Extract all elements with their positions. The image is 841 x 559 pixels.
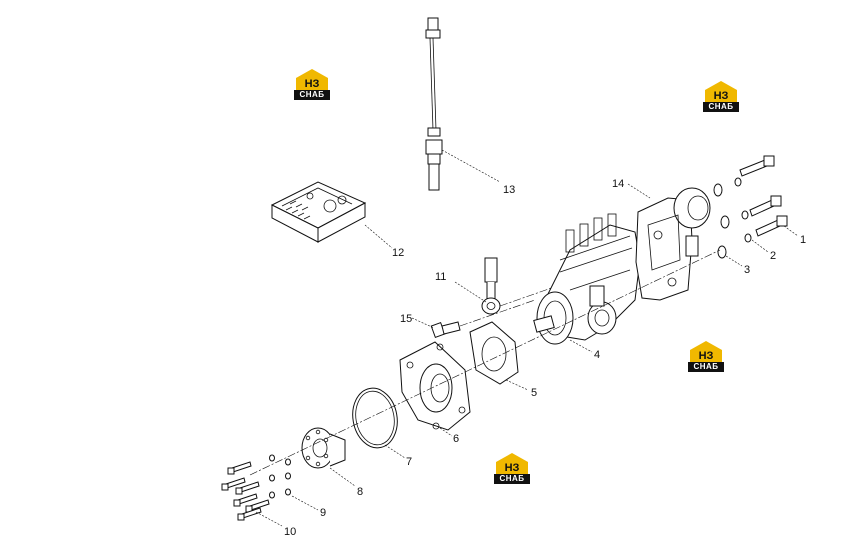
- watermark-logo: НЗ СНАБ: [703, 80, 739, 112]
- watermark-logo: НЗ СНАБ: [688, 340, 724, 372]
- callout-7: 7: [406, 456, 412, 468]
- callout-8: 8: [357, 486, 363, 498]
- part-15-bolt[interactable]: [430, 321, 461, 338]
- callout-3: 3: [744, 264, 750, 276]
- watermark-text: СНАБ: [294, 90, 330, 100]
- callout-9: 9: [320, 507, 326, 519]
- part-12-control-unit[interactable]: [270, 181, 367, 243]
- callout-5: 5: [531, 387, 537, 399]
- house-mark-icon: НЗ: [296, 69, 328, 90]
- svg-text:НЗ: НЗ: [714, 90, 729, 102]
- callout-4: 4: [594, 349, 600, 361]
- callout-1: 1: [800, 234, 806, 246]
- watermark-text: СНАБ: [494, 474, 530, 484]
- callout-6: 6: [453, 433, 459, 445]
- part-11-banjo-fitting[interactable]: [481, 257, 501, 315]
- part-4-injection-pump[interactable]: [533, 213, 641, 345]
- part-10-bolts[interactable]: [221, 461, 270, 521]
- watermark-text: СНАБ: [703, 102, 739, 112]
- part-5-gasket[interactable]: [469, 321, 519, 385]
- callout-14: 14: [612, 178, 624, 190]
- part-13-sensor-cable[interactable]: [425, 17, 443, 191]
- part-7-o-ring[interactable]: [348, 385, 402, 452]
- part-9-washers[interactable]: [269, 454, 291, 499]
- house-mark-icon: НЗ: [496, 453, 528, 474]
- house-mark-icon: НЗ: [705, 81, 737, 102]
- callout-10: 10: [284, 526, 296, 538]
- part-8-hub[interactable]: [301, 427, 346, 469]
- svg-text:НЗ: НЗ: [505, 462, 520, 474]
- callout-2: 2: [770, 250, 776, 262]
- house-mark-icon: НЗ: [690, 341, 722, 362]
- callout-15: 15: [400, 313, 412, 325]
- callout-11: 11: [435, 271, 446, 283]
- part-14-governor-housing[interactable]: [635, 187, 711, 301]
- svg-text:НЗ: НЗ: [305, 78, 320, 90]
- part-3-flat-washers[interactable]: [713, 183, 730, 259]
- part-2-lock-washers[interactable]: [734, 177, 752, 243]
- callout-12: 12: [392, 247, 404, 259]
- watermark-text: СНАБ: [688, 362, 724, 372]
- watermark-logo: НЗ СНАБ: [494, 452, 530, 484]
- part-1-screws[interactable]: [739, 155, 788, 237]
- watermark-logo: НЗ СНАБ: [294, 68, 330, 100]
- part-6-adapter-flange[interactable]: [399, 341, 471, 431]
- svg-text:НЗ: НЗ: [699, 350, 714, 362]
- callout-13: 13: [503, 184, 515, 196]
